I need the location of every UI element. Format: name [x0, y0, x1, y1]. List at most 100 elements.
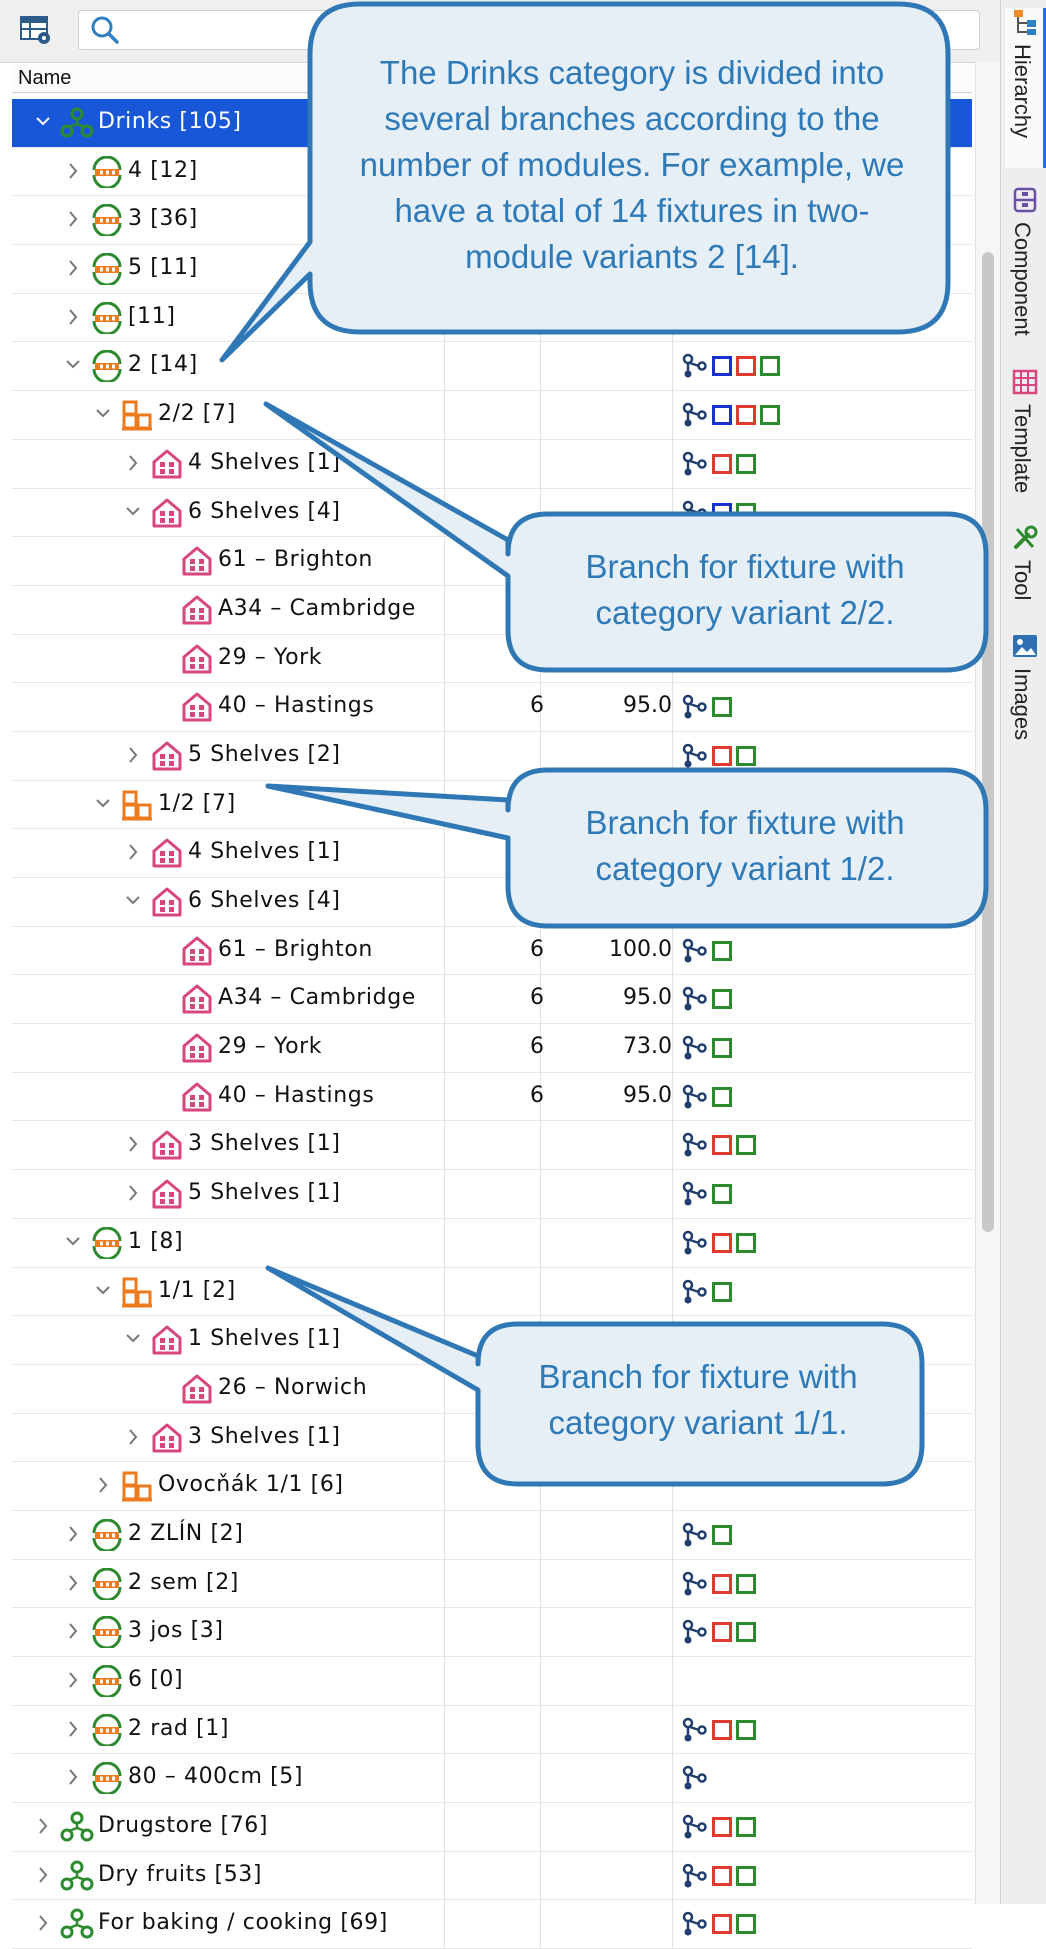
- modules-cell: 6: [530, 985, 544, 1011]
- group-icon: [90, 1761, 124, 1796]
- tree-row[interactable]: 2 ZLÍN [2]: [12, 1510, 972, 1560]
- column-divider: [672, 391, 673, 439]
- column-divider: [672, 1608, 673, 1656]
- group-icon: [90, 1226, 124, 1261]
- tree-row[interactable]: Dry fruits [53]: [12, 1851, 972, 1901]
- tree-row[interactable]: 80 – 400cm [5]: [12, 1754, 972, 1804]
- tab-images[interactable]: Images: [1005, 632, 1043, 752]
- tree-row[interactable]: 2 sem [2]: [12, 1559, 972, 1609]
- chevron-right-icon[interactable]: [34, 1814, 54, 1838]
- tree-row[interactable]: 2 rad [1]: [12, 1705, 972, 1755]
- chevron-right-icon[interactable]: [64, 207, 84, 231]
- structure-icon: [682, 451, 707, 476]
- chevron-right-icon[interactable]: [34, 1863, 54, 1887]
- tab-label: Template: [1010, 404, 1035, 494]
- tree-row[interactable]: [11]: [12, 293, 972, 343]
- green-status-square: [736, 1135, 756, 1156]
- chevron-right-icon[interactable]: [34, 1911, 54, 1935]
- tree-row[interactable]: Ovocňák 1/1 [6]: [12, 1462, 972, 1511]
- group-icon: [90, 1615, 124, 1650]
- tree-row[interactable]: Drugstore [76]: [12, 1803, 972, 1852]
- row-label: 1/1 [2]: [158, 1277, 236, 1303]
- tree-row[interactable]: 2/2 [7]: [12, 391, 972, 440]
- scrollbar-thumb[interactable]: [982, 252, 994, 1232]
- chevron-right-icon[interactable]: [124, 1132, 144, 1156]
- chevron-down-icon[interactable]: [124, 1327, 144, 1351]
- structure-flag-icon: [682, 743, 708, 769]
- tree-row[interactable]: 6 [0]: [12, 1657, 972, 1706]
- structure-flag-icon: [682, 1863, 708, 1889]
- status-flags: [682, 1083, 732, 1111]
- tree-row[interactable]: 3 Shelves [1]: [12, 1121, 972, 1171]
- chevron-right-icon[interactable]: [94, 1473, 114, 1497]
- tree-row[interactable]: 5 Shelves [1]: [12, 1170, 972, 1219]
- chevron-down-icon[interactable]: [94, 792, 114, 816]
- chevron-right-icon[interactable]: [64, 1765, 84, 1789]
- chevron-right-icon[interactable]: [124, 743, 144, 767]
- status-flags: [682, 742, 756, 770]
- group-icon: [90, 1664, 124, 1699]
- tree-row[interactable]: 29 – York: [12, 634, 972, 684]
- tree-row[interactable]: For baking / cooking [69]: [12, 1900, 972, 1949]
- tab-hierarchy[interactable]: Hierarchy: [1005, 8, 1046, 168]
- row-label: [11]: [128, 303, 176, 329]
- chevron-right-icon[interactable]: [64, 256, 84, 280]
- callout-text: Branch for fixture with category variant…: [585, 548, 905, 631]
- row-label: 6 Shelves [4]: [188, 888, 341, 913]
- chevron-right-icon[interactable]: [64, 159, 84, 183]
- chevron-right-icon[interactable]: [64, 1717, 84, 1741]
- group-icon: [90, 155, 124, 190]
- chevron-down-icon[interactable]: [64, 1230, 84, 1254]
- chevron-right-icon[interactable]: [64, 1522, 84, 1546]
- chevron-right-icon[interactable]: [64, 1571, 84, 1595]
- tab-template[interactable]: Template: [1005, 368, 1043, 518]
- table-settings-button[interactable]: [14, 10, 58, 50]
- chevron-down-icon[interactable]: [34, 110, 54, 134]
- variant-icon: [120, 399, 154, 431]
- chevron-down-icon[interactable]: [124, 500, 144, 524]
- tree-row[interactable]: 5 Shelves [2]: [12, 731, 972, 781]
- category-icon: [60, 1811, 94, 1843]
- green-status-square: [736, 1865, 756, 1886]
- column-divider: [444, 1462, 445, 1510]
- column-divider: [444, 439, 445, 488]
- chevron-down-icon[interactable]: [124, 889, 144, 913]
- status-flags: [682, 937, 732, 965]
- chevron-right-icon[interactable]: [64, 1668, 84, 1692]
- chevron-right-icon[interactable]: [64, 1619, 84, 1643]
- chevron-right-icon[interactable]: [124, 1181, 144, 1205]
- side-tab-bar: Hierarchy Component Template: [1000, 0, 1046, 1904]
- tree-row[interactable]: 1/1 [2]: [12, 1267, 972, 1317]
- tree-row[interactable]: 4 Shelves [1]: [12, 439, 972, 489]
- tree-row[interactable]: 6 Shelves [4]: [12, 878, 972, 927]
- red-status-square: [712, 453, 732, 474]
- name-column-header[interactable]: Name: [18, 67, 72, 89]
- structure-icon: [682, 354, 707, 378]
- column-divider: [672, 1803, 673, 1851]
- tree-row[interactable]: 1 [8]: [12, 1218, 972, 1268]
- tab-component[interactable]: Component: [1005, 186, 1043, 346]
- chevron-down-icon[interactable]: [64, 353, 84, 377]
- row-label: 40 – Hastings: [218, 693, 375, 719]
- green-status-square: [736, 1622, 756, 1643]
- chevron-right-icon[interactable]: [124, 840, 144, 864]
- tab-tool[interactable]: Tool: [1005, 524, 1043, 624]
- row-label: Drinks [105]: [98, 109, 242, 134]
- tree-row[interactable]: 2 [14]: [12, 342, 972, 392]
- status-flags: [682, 1764, 708, 1792]
- tree-row[interactable]: 3 jos [3]: [12, 1608, 972, 1657]
- chevron-right-icon[interactable]: [124, 1425, 144, 1449]
- status-flags: [682, 1131, 756, 1159]
- chevron-down-icon[interactable]: [94, 402, 114, 426]
- chevron-right-icon[interactable]: [64, 305, 84, 329]
- column-divider: [672, 1705, 673, 1754]
- status-flags: [682, 1862, 756, 1890]
- tab-label: Tool: [1010, 560, 1035, 601]
- chevron-down-icon[interactable]: [94, 1279, 114, 1303]
- chevron-right-icon[interactable]: [124, 451, 144, 475]
